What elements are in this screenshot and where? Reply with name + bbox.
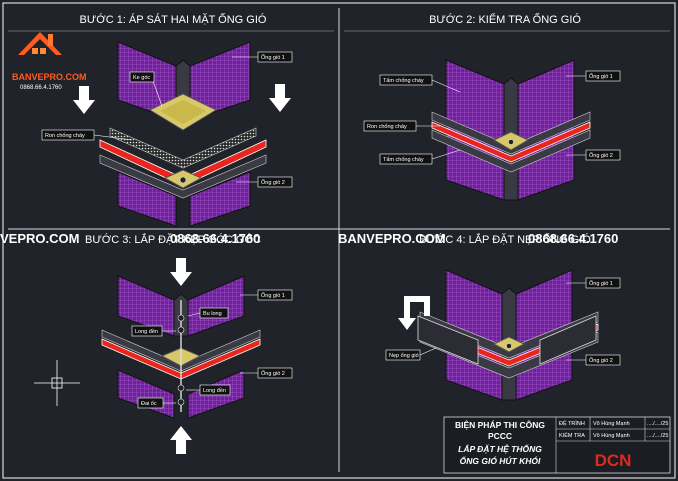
logo-phone-text: 0868.66.4.1760 — [20, 85, 62, 91]
step4-drawing — [398, 269, 599, 401]
tb-row1-date: ..../..../25 — [647, 421, 668, 427]
title-block: BIỆN PHÁP THI CÔNG PCCC LẮP ĐẶT HỆ THỐNG… — [443, 416, 671, 474]
s4-duct1-label: Ống gió 1 — [589, 280, 613, 287]
step3-title: BƯỚC 3: LẮP ĐẶT KẸP GÓC GÓC — [85, 233, 261, 246]
s3-duct1-label: Ống gió 1 — [261, 292, 285, 299]
s3-nut-label: Đai ốc — [141, 401, 157, 407]
s2-fire-gasket-label: Ron chống cháy — [367, 124, 407, 130]
s2-duct1-label: Ống gió 1 — [589, 73, 613, 80]
watermark-left-fragment: VEPRO.COM — [0, 231, 79, 246]
tb-row2-name: Võ Hùng Mạnh — [593, 433, 630, 439]
logo-brand-text: BANVEPRO.COM — [12, 72, 87, 82]
tb-row1-role: ĐỆ TRÌNH — [559, 419, 585, 427]
s3-washer-label-top: Long đền — [135, 329, 158, 335]
tb-row2-role: KIỂM TRA — [559, 432, 585, 439]
s4-duct2-label: Ống gió 2 — [589, 357, 613, 364]
s3-washer-label-bottom: Long đền — [203, 388, 226, 394]
watermark-phone-1: 0868.66.4.1760 — [170, 231, 260, 246]
tb-line2: PCCC — [488, 431, 512, 441]
step2-drawing — [431, 59, 591, 201]
tb-line3: LẮP ĐẶT HỆ THỐNG — [458, 443, 542, 454]
step4-title: BƯỚC 4: LẮP ĐẶT NẸP ỐNG GIÓ — [419, 232, 591, 246]
step4-labels: Nẹp ống gió Ống gió 1 Ống gió 2 — [385, 277, 621, 366]
s1-fire-gasket-label: Ron chống cháy — [45, 133, 85, 139]
watermark-phone-2: 0868.66.4.1760 — [528, 231, 618, 246]
step1-title: BƯỚC 1: ÁP SÁT HAI MẶT ỐNG GIÓ — [80, 12, 267, 26]
s3-duct2-label: Ống gió 2 — [261, 370, 285, 377]
s3-bolt-label: Bu long — [203, 311, 222, 317]
tb-row1-name: Võ Hùng Mạnh — [593, 421, 630, 427]
s4-flange-clamp-label: Nẹp ống gió — [389, 353, 419, 359]
s2-fire-plate-label-bottom: Tấm chống cháy — [383, 157, 424, 163]
s2-fire-plate-label-top: Tấm chống cháy — [383, 78, 424, 84]
watermark-brand: BANVEPRO.COM — [338, 231, 446, 246]
step3-labels: Bu long Long đền Long đền Đai ốc Ống gió… — [131, 289, 293, 409]
tb-line4: ỐNG GIÓ HÚT KHÓI — [460, 455, 541, 466]
step2-labels: Tấm chống cháy Ron chống cháy Tấm chống … — [363, 70, 621, 165]
company-logo: DCN — [595, 451, 632, 470]
step3-drawing — [34, 258, 261, 454]
s1-duct2-label: Ống gió 2 — [261, 179, 285, 186]
banvepro-logo: BANVEPRO.COM 0868.66.4.1760 — [12, 32, 87, 91]
s2-duct2-label: Ống gió 2 — [589, 152, 613, 159]
s1-corner-clip-label: Ke góc — [133, 75, 150, 81]
step1-drawing — [73, 41, 291, 227]
s1-duct1-label: Ống gió 1 — [261, 54, 285, 61]
tb-line1: BIỆN PHÁP THI CÔNG — [455, 419, 545, 430]
tb-row2-date: ..../..../25 — [647, 433, 668, 439]
step1-labels: Ke góc Ron chống cháy Ống gió 1 Ống gió … — [41, 51, 293, 188]
step2-title: BƯỚC 2: KIỂM TRA ỐNG GIÓ — [429, 12, 581, 26]
